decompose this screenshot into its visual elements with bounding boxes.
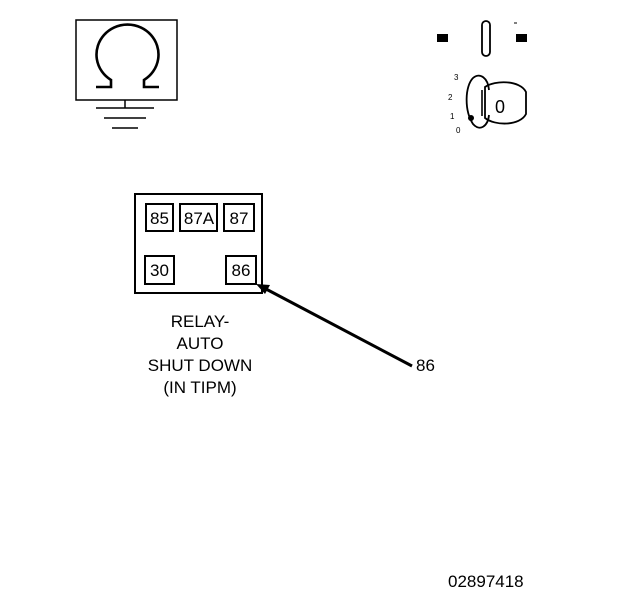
- relay-caption-line: (IN TIPM): [163, 378, 237, 397]
- relay-pin-85: 85: [145, 203, 174, 232]
- figure-number: 02897418: [448, 572, 524, 591]
- relay-pin-86: 86: [225, 255, 257, 285]
- relay-pin-label: 30: [150, 261, 169, 280]
- ignition-switch-icon: 3 2 1 0 0: [437, 20, 527, 135]
- relay-pin-label: 87: [230, 209, 249, 228]
- ignition-position-label: 2: [448, 93, 453, 102]
- key-label: 0: [495, 97, 505, 117]
- ignition-position-label: 1: [450, 112, 455, 121]
- relay-pin-87: 87: [223, 203, 255, 232]
- relay-caption-line: SHUT DOWN: [147, 356, 253, 375]
- relay-caption-line: RELAY-: [170, 312, 230, 331]
- relay-pin-label: 85: [150, 209, 169, 228]
- pin-callout-label: 86: [416, 356, 435, 375]
- relay-pin-label: 86: [232, 261, 251, 280]
- relay-pin-30: 30: [144, 255, 175, 285]
- callout-arrow: [256, 284, 413, 368]
- ground-symbol-icon: [75, 19, 178, 129]
- ignition-position-label: 3: [454, 73, 459, 82]
- relay-caption: RELAY- AUTO SHUT DOWN (IN TIPM): [120, 311, 280, 399]
- relay-auto-shut-down: 85 87A 87 30 86: [134, 193, 263, 294]
- relay-caption-line: AUTO: [176, 334, 224, 353]
- relay-pin-87a: 87A: [179, 203, 218, 232]
- ignition-position-label: 0: [456, 126, 461, 135]
- relay-pin-label: 87A: [184, 209, 215, 228]
